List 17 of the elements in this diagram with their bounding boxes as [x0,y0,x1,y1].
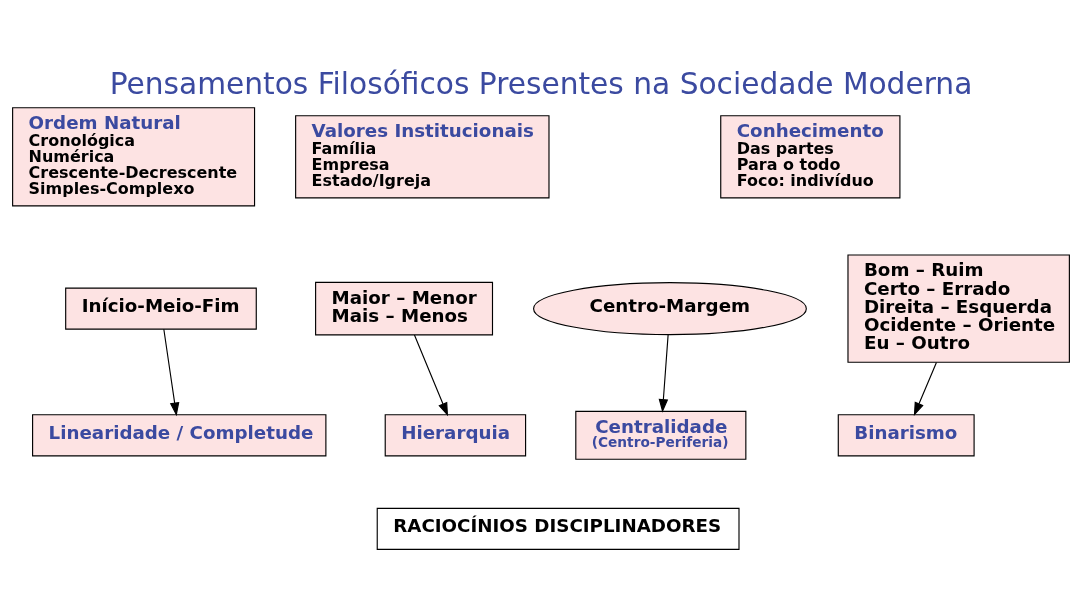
node-box: Maior – Menor Mais – Menos [315,281,494,336]
node-box: Início-Meio-Fim [65,287,257,330]
node-box: Conhecimento Das partes Para o todo Foco: indivíduo [720,115,901,199]
node-box: Linearidade / Completude [32,414,327,457]
node-box: Valores Institucionais Família Empresa Estado/Igreja [295,115,550,199]
node-box: Binarismo [837,414,975,457]
arrow [913,361,937,417]
node-ellipse: Centro-Margem [533,282,807,336]
node-box: RACIOCÍNIOS DISCIPLINADORES [376,507,740,550]
node-box: Ordem Natural Cronológica Numérica Crescente-Decrescente Simples-Complexo [12,107,256,207]
arrow [163,328,180,417]
arrow [658,334,669,413]
node-box: Centralidade (Centro-Periferia) [575,410,747,460]
diagram-title: Pensamentos Filosóficos Presentes na Sociedade Moderna [109,65,973,101]
node-box: Bom – Ruim Certo – Errado Direita – Esquerda Ocidente – Oriente Eu – Outro [847,254,1070,363]
arrow [413,334,449,417]
node-box: Hierarquia [384,414,527,457]
